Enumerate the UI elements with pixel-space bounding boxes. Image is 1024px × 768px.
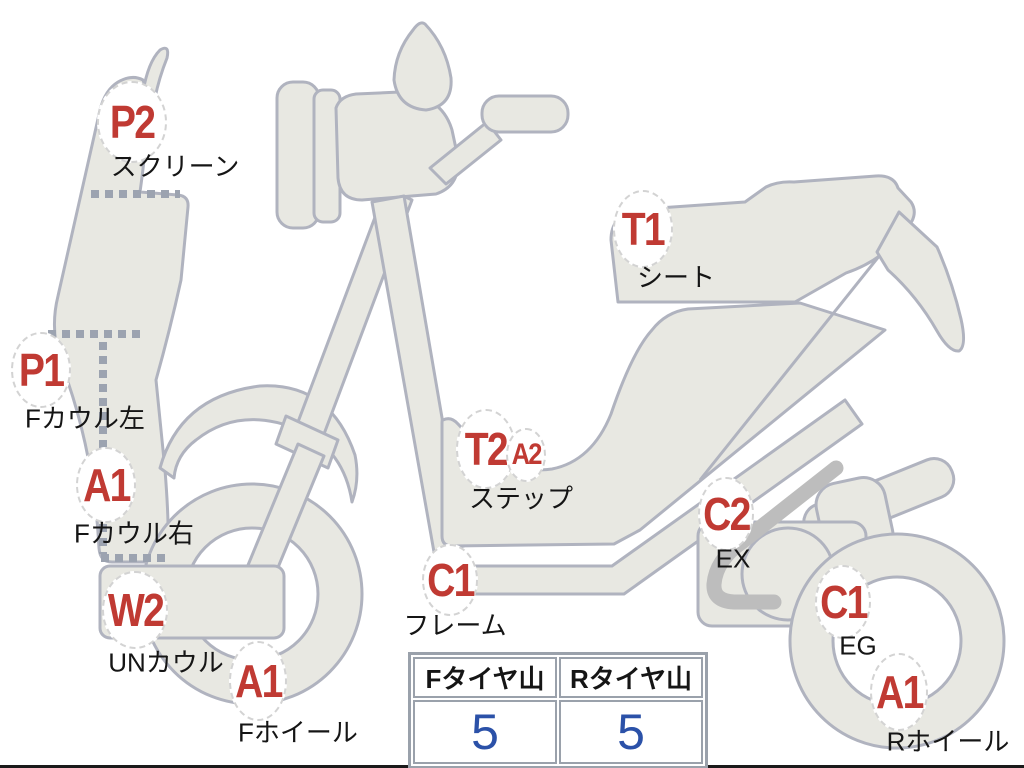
front-tire-tread-header: Fタイヤ山 (413, 657, 557, 698)
condition-code: A1 (234, 655, 283, 707)
rear-tire-tread-value: 5 (559, 700, 703, 764)
condition-code: T1 (621, 203, 666, 255)
condition-badge-rear-wheel: A1 (870, 653, 928, 731)
condition-badge-front-wheel: A1 (229, 641, 287, 721)
condition-badge-front-cowl-left: P1 (11, 332, 71, 408)
mirror-shape (392, 21, 453, 112)
part-name-exhaust: EX (715, 543, 751, 574)
part-name-under-cowl: UNカウル (108, 647, 224, 678)
condition-badge-seat: T1 (613, 190, 673, 268)
condition-code: W2 (107, 584, 164, 636)
tire-tread-value-row: 5 5 (413, 700, 703, 764)
condition-code: P1 (18, 344, 65, 396)
rear-cowl-split-line (698, 234, 898, 481)
part-name-screen: スクリーン (110, 151, 240, 182)
condition-badge-under-cowl: W2 (102, 571, 168, 649)
rear-tire-tread-header: Rタイヤ山 (559, 657, 703, 698)
part-name-front-wheel: Fホイール (238, 717, 358, 748)
condition-code: T2 (464, 423, 509, 475)
condition-code: A1 (82, 459, 131, 511)
condition-badge-front-cowl-right: A1 (76, 447, 136, 523)
part-name-seat: シート (636, 262, 716, 293)
front-tire-tread-value: 5 (413, 700, 557, 764)
part-name-engine: EG (839, 630, 877, 661)
condition-code: C2 (702, 488, 751, 540)
tire-tread-header-row: Fタイヤ山 Rタイヤ山 (413, 657, 703, 698)
part-name-front-cowl-right: Fカウル右 (74, 518, 194, 549)
condition-badge-frame: C1 (422, 544, 478, 616)
handlebar-grip-shape (480, 94, 570, 134)
part-name-front-cowl-left: Fカウル左 (25, 403, 145, 434)
condition-code: C1 (426, 554, 475, 606)
condition-badge-exhaust: C2 (698, 477, 754, 551)
condition-badge-screen: P2 (97, 81, 167, 163)
condition-badge-engine: C1 (815, 565, 871, 639)
condition-code: A1 (875, 666, 924, 718)
handlebar-head-shape (334, 90, 460, 202)
part-name-step: ステップ (468, 483, 574, 514)
condition-code: C1 (819, 576, 868, 628)
condition-badge-step-secondary: A2 (506, 428, 546, 482)
handlebar-arm-shape (428, 120, 503, 186)
part-name-rear-wheel: Rホイール (886, 726, 1010, 757)
tail-horn-shape (875, 210, 966, 353)
tire-tread-table: Fタイヤ山 Rタイヤ山 5 5 (408, 652, 708, 768)
part-name-frame: フレーム (403, 610, 507, 641)
condition-code: A2 (511, 438, 542, 471)
condition-code: P2 (109, 96, 156, 148)
